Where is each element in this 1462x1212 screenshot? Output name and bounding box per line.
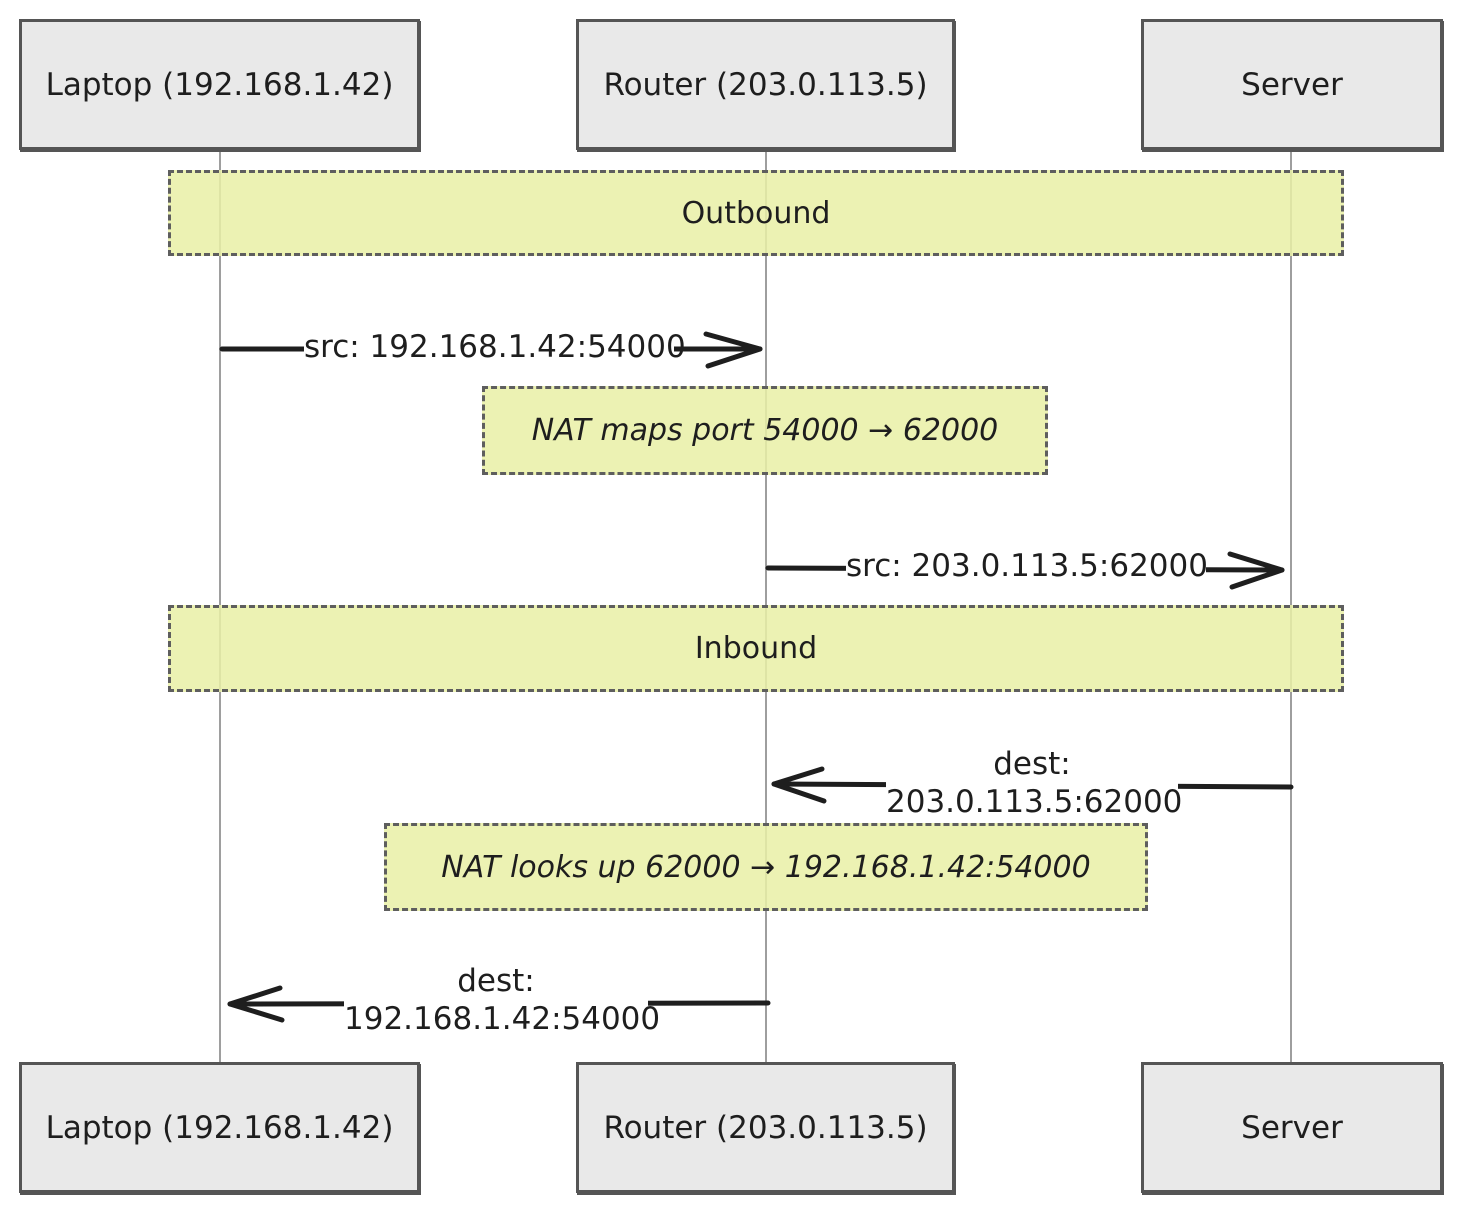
message-laptop-to-router-label: src: 192.168.1.42:54000 <box>304 328 686 366</box>
message-router-to-laptop-line2: 192.168.1.42:54000 <box>344 1001 661 1037</box>
participant-router-top: Router (203.0.113.5) <box>576 19 955 150</box>
message-router-to-laptop-line1: dest: <box>457 963 535 999</box>
participant-laptop-top: Laptop (192.168.1.42) <box>19 19 420 150</box>
note-nat-lookup-text: NAT looks up 62000 → 192.168.1.42:54000 <box>441 849 1091 885</box>
message-router-to-laptop-label: dest: 192.168.1.42:54000 <box>344 962 661 1038</box>
section-outbound: Outbound <box>168 170 1344 256</box>
participant-server-top-label: Server <box>1241 66 1343 103</box>
message-router-to-server-text: src: 203.0.113.5:62000 <box>846 548 1208 584</box>
note-nat-maps-text: NAT maps port 54000 → 62000 <box>531 413 999 448</box>
participant-laptop-bottom-label: Laptop (192.168.1.42) <box>45 1109 394 1146</box>
participant-server-bottom-label: Server <box>1241 1109 1343 1146</box>
participant-server-bottom: Server <box>1141 1062 1443 1193</box>
section-inbound: Inbound <box>168 605 1344 692</box>
note-nat-lookup: NAT looks up 62000 → 192.168.1.42:54000 <box>384 823 1148 911</box>
participant-laptop-bottom: Laptop (192.168.1.42) <box>19 1062 420 1193</box>
section-outbound-label: Outbound <box>681 195 831 231</box>
participant-laptop-top-label: Laptop (192.168.1.42) <box>45 66 394 103</box>
message-server-to-router-line1: dest: <box>993 746 1071 782</box>
section-inbound-label: Inbound <box>694 631 818 666</box>
note-nat-maps: NAT maps port 54000 → 62000 <box>482 386 1048 475</box>
message-server-to-router-line2: 203.0.113.5:62000 <box>886 784 1183 820</box>
message-laptop-to-router-text: src: 192.168.1.42:54000 <box>304 329 686 365</box>
message-server-to-router-label: dest: 203.0.113.5:62000 <box>886 745 1183 821</box>
participant-router-bottom-label: Router (203.0.113.5) <box>603 1109 928 1146</box>
message-router-to-server-label: src: 203.0.113.5:62000 <box>846 547 1208 585</box>
participant-router-top-label: Router (203.0.113.5) <box>603 66 928 103</box>
participant-router-bottom: Router (203.0.113.5) <box>576 1062 955 1193</box>
participant-server-top: Server <box>1141 19 1443 150</box>
